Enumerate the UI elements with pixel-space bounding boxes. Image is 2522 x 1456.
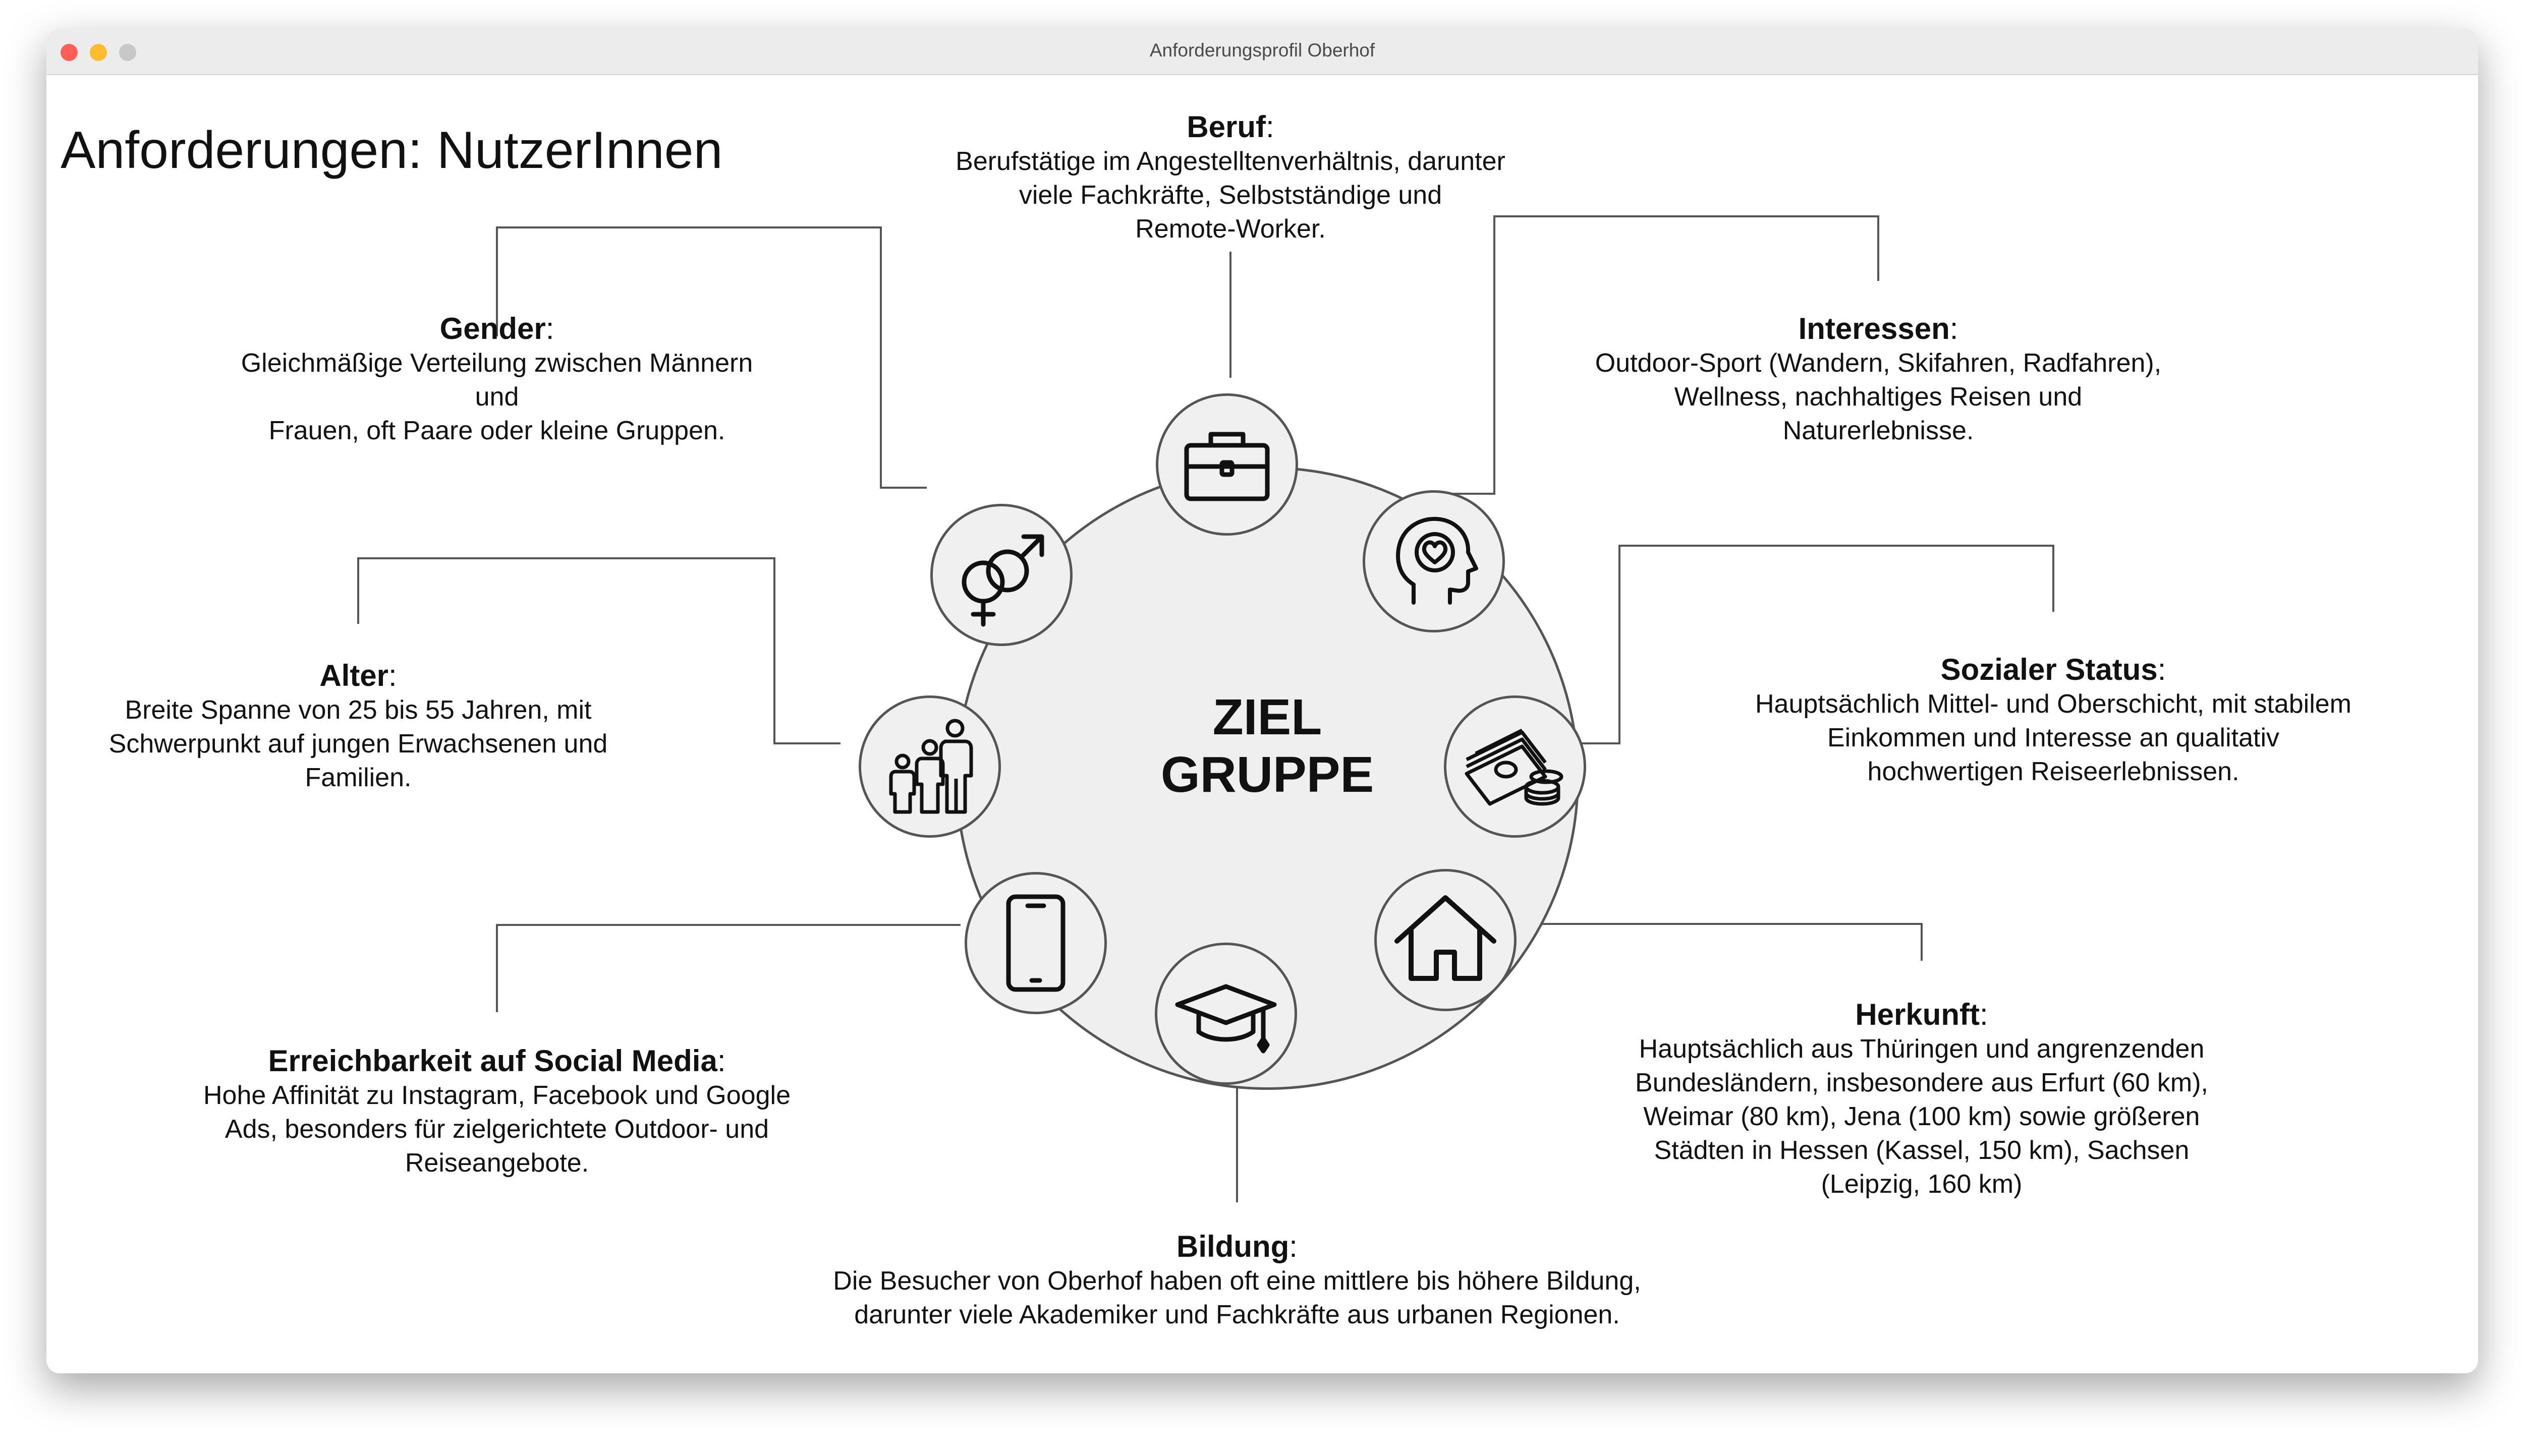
social-media-line: Reiseangebote. (405, 1148, 589, 1178)
head-heart-icon (1396, 516, 1478, 605)
gender-line: Gleichmäßige Verteilung zwischen Männern… (241, 348, 753, 412)
connector-herkunft (1514, 923, 1923, 961)
window-title: Anforderungsprofil Oberhof (1149, 40, 1375, 61)
sozial-line: hochwertigen Reiseerlebnissen. (1867, 757, 2239, 786)
herkunft-line: Weimar (80 km), Jena (100 km) sowie größ… (1643, 1102, 2200, 1131)
interessen-line: Outdoor-Sport (Wandern, Skifahren, Radfa… (1595, 348, 2162, 378)
herkunft-icon-circle (1374, 869, 1517, 1011)
sozial-icon-circle (1444, 695, 1586, 838)
graduation-cap-icon (1175, 984, 1277, 1054)
connector-lines (357, 215, 2054, 1202)
social-media-label: Erreichbarkeit auf Social Media (268, 1044, 717, 1078)
beruf-label: Beruf (1187, 110, 1266, 144)
sozial-line: Einkommen und Interesse an qualitativ (1827, 723, 2280, 752)
connector-gender (496, 226, 927, 489)
gender-label: Gender (439, 312, 546, 345)
interessen-icon-circle (1363, 490, 1505, 632)
gender-icon-circle (930, 504, 1073, 646)
alter-block: Alter: Breite Spanne von 25 bis 55 Jahre… (81, 658, 636, 795)
herkunft-line: (Leipzig, 160 km) (1821, 1170, 2023, 1199)
page-title: Anforderungen: NutzerInnen (61, 121, 723, 180)
sozial-label: Sozialer Status (1940, 653, 2158, 686)
family-icon (889, 719, 973, 814)
alter-icon-circle (859, 695, 1001, 838)
gender-symbols-icon (962, 534, 1044, 627)
social-media-icon-circle (965, 872, 1107, 1014)
hub-label: ZIEL GRUPPE (1015, 688, 1520, 803)
hub-line-2: GRUPPE (1160, 746, 1374, 803)
sozial-line: Hauptsächlich Mittel- und Oberschicht, m… (1755, 689, 2351, 719)
smartphone-icon (1006, 894, 1066, 992)
bildung-line: darunter viele Akademiker und Fachkräfte… (854, 1300, 1620, 1329)
beruf-block: Beruf: Berufstätige im Angestelltenverhä… (928, 109, 1533, 246)
beruf-line: viele Fachkräfte, Selbstständige und (1019, 181, 1442, 210)
social-media-line: Hohe Affinität zu Instagram, Facebook un… (203, 1081, 791, 1110)
interessen-line: Wellness, nachhaltiges Reisen und Nature… (1674, 382, 2083, 445)
zoom-window-button[interactable] (119, 44, 136, 61)
bildung-block: Bildung: Die Besucher von Oberhof haben … (783, 1229, 1691, 1332)
connector-alter (357, 557, 840, 744)
alter-line: Breite Spanne von 25 bis 55 Jahren, mit (125, 695, 592, 725)
gender-block: Gender: Gleichmäßige Verteilung zwischen… (219, 311, 774, 448)
interessen-block: Interessen: Outdoor-Sport (Wandern, Skif… (1576, 311, 2181, 448)
social-media-line: Ads, besonders für zielgerichtete Outdoo… (225, 1115, 769, 1144)
bildung-label: Bildung (1176, 1230, 1290, 1263)
app-window: Anforderungsprofil Oberhof Anforderungen… (46, 29, 2478, 1373)
bildung-icon-circle (1155, 943, 1297, 1085)
sozial-block: Sozialer Status: Hauptsächlich Mittel- u… (1738, 652, 2369, 789)
close-window-button[interactable] (61, 44, 78, 61)
money-icon (1465, 728, 1563, 806)
herkunft-block: Herkunft: Hauptsächlich aus Thüringen un… (1619, 997, 2224, 1201)
minimize-window-button[interactable] (90, 44, 107, 61)
herkunft-label: Herkunft (1855, 998, 1980, 1031)
hub-line-1: ZIEL (1212, 689, 1322, 745)
gender-line: Frauen, oft Paare oder kleine Gruppen. (268, 416, 725, 445)
connector-social (496, 924, 961, 1012)
bildung-line: Die Besucher von Oberhof haben oft eine … (833, 1266, 1641, 1296)
social-media-block: Erreichbarkeit auf Social Media: Hohe Af… (194, 1043, 800, 1180)
herkunft-line: Bundesländern, insbesondere aus Erfurt (… (1635, 1068, 2208, 1097)
herkunft-line: Städten in Hessen (Kassel, 150 km), Sach… (1654, 1136, 2190, 1165)
briefcase-icon (1184, 432, 1270, 501)
slide-canvas: Anforderungen: NutzerInnen Beruf: Berufs… (46, 74, 2478, 1373)
beruf-line: Remote-Worker. (1135, 214, 1326, 244)
connector-interessen (1448, 215, 1879, 495)
beruf-icon-circle (1156, 393, 1298, 536)
house-icon (1394, 895, 1496, 981)
alter-line: Familien. (305, 763, 412, 792)
alter-line: Schwerpunkt auf jungen Erwachsenen und (108, 729, 608, 759)
title-bar: Anforderungsprofil Oberhof (46, 29, 2478, 75)
alter-label: Alter (319, 659, 389, 692)
connector-sozial (1577, 545, 2054, 744)
interessen-label: Interessen (1798, 312, 1950, 345)
beruf-line: Berufstätige im Angestelltenverhältnis, … (956, 147, 1505, 176)
herkunft-line: Hauptsächlich aus Thüringen und angrenze… (1639, 1034, 2205, 1064)
